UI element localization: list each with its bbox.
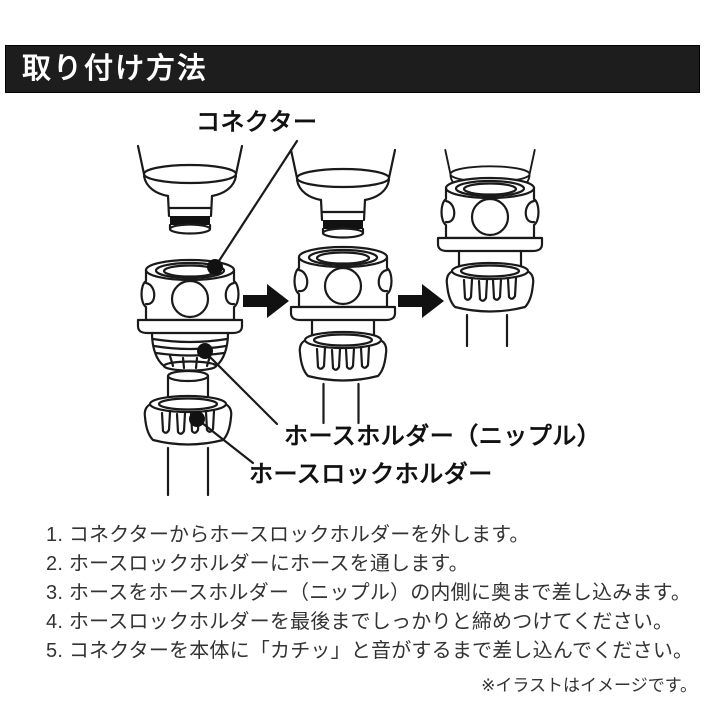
hose-illustration bbox=[322, 382, 360, 425]
instruction-step-1: 1. コネクターからホースロックホルダーを外します。 bbox=[46, 524, 530, 546]
instruction-step-2: 2. ホースロックホルダーにホースを通します。 bbox=[46, 553, 469, 575]
connector-illustration bbox=[136, 258, 244, 335]
hose-lock-holder-illustration bbox=[445, 261, 535, 313]
instruction-steps: 1. コネクターからホースロックホルダーを外します。 2. ホースロックホルダー… bbox=[46, 521, 693, 666]
hose-illustration bbox=[166, 446, 210, 497]
disclaimer-note: ※イラストはイメージです。 bbox=[481, 676, 697, 695]
instruction-step-3: 3. ホースをホースホルダー（ニップル）の内側に奥まで差し込みます。 bbox=[46, 582, 692, 604]
callout-dot-hose-holder bbox=[197, 343, 213, 359]
section-title: 取り付け方法 bbox=[22, 52, 209, 85]
label-hose-holder-nipple: ホースホルダー（ニップル） bbox=[284, 423, 602, 450]
leader-line-connector bbox=[215, 139, 299, 266]
instruction-step-4: 4. ホースロックホルダーを最後までしっかりと締めつけてください。 bbox=[46, 611, 674, 633]
callout-dot-hose-lock-holder bbox=[189, 411, 205, 427]
diagram-panel-hose-attached bbox=[289, 148, 397, 425]
arrow-right-icon bbox=[398, 284, 444, 318]
leader-line-hose-lock-holder bbox=[195, 417, 255, 465]
hose-illustration bbox=[465, 313, 509, 348]
hose-lock-holder-illustration bbox=[143, 394, 233, 446]
callout-dot-connector bbox=[207, 259, 223, 275]
diagram-panel-assembled bbox=[436, 149, 544, 348]
diagram-panel-exploded bbox=[136, 144, 244, 497]
arrow-right-icon bbox=[243, 284, 289, 318]
faucet-illustration bbox=[289, 148, 397, 239]
section-header: 取り付け方法 bbox=[5, 45, 700, 93]
connector-illustration bbox=[436, 176, 544, 253]
connector-illustration bbox=[289, 245, 397, 322]
callout-leaders bbox=[189, 139, 299, 465]
faucet-illustration bbox=[136, 144, 244, 235]
hose-lock-holder-illustration bbox=[298, 330, 388, 382]
instruction-step-5: 5. コネクターを本体に「カチッ」と音がするまで差し込んでください。 bbox=[46, 640, 694, 662]
label-hose-lock-holder: ホースロックホルダー bbox=[249, 461, 493, 488]
leader-line-hose-holder bbox=[203, 350, 279, 426]
label-connector: コネクター bbox=[196, 109, 318, 136]
